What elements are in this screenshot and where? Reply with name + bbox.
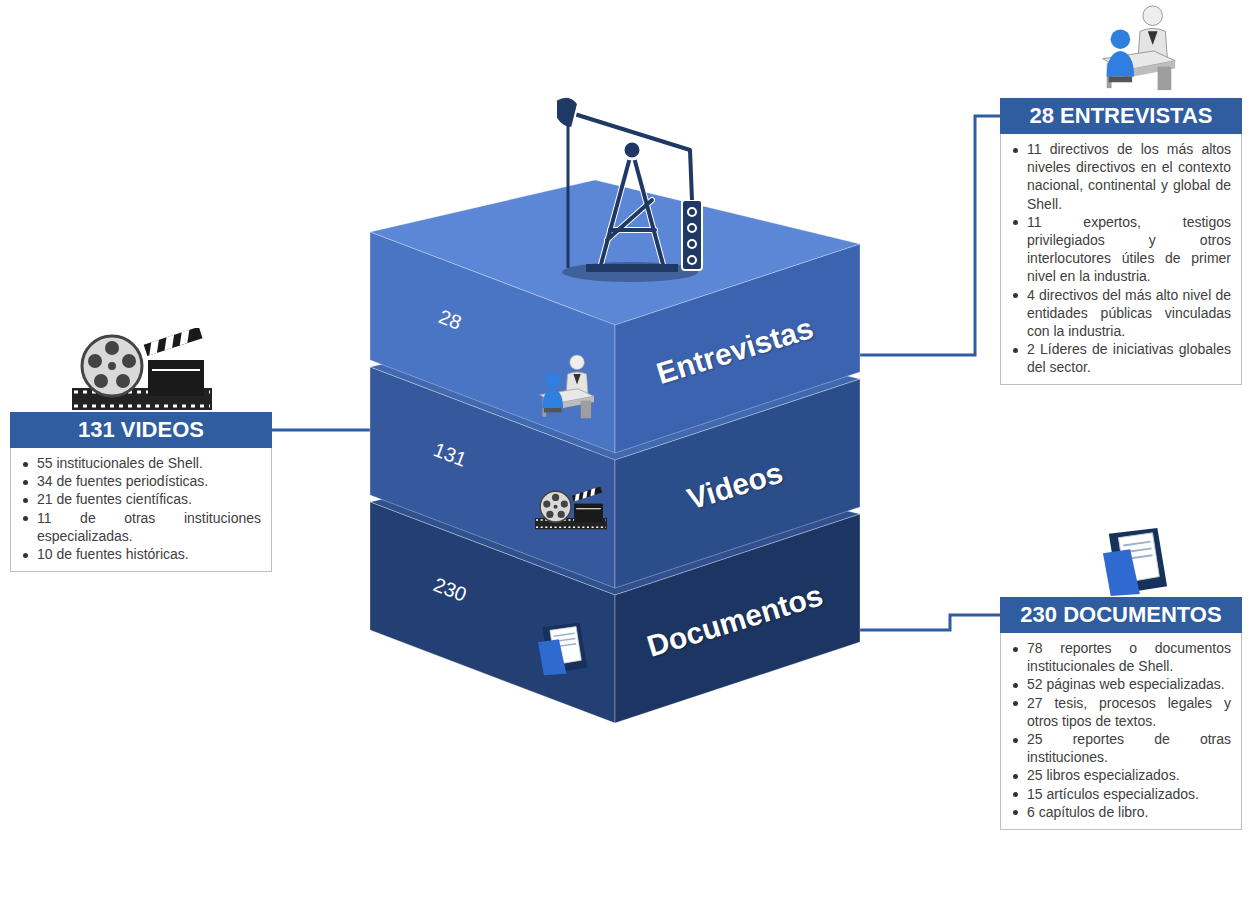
tower-leg — [600, 150, 632, 268]
bullet-item: 6 capítulos de libro. — [1009, 803, 1231, 821]
callout-box: 131 VIDEOS55 institucionales de Shell.34… — [10, 412, 272, 572]
bullet-item: 10 de fuentes históricas. — [19, 545, 261, 563]
pump-base — [586, 264, 678, 272]
callout-heading: 28 ENTREVISTAS — [1000, 98, 1242, 134]
connector-line — [860, 116, 1000, 355]
bullet-item: 11 expertos, testigos privilegiados y ot… — [1009, 213, 1231, 286]
callout-body: 55 institucionales de Shell.34 de fuente… — [10, 448, 272, 572]
bullet-item: 21 de fuentes científicas. — [19, 490, 261, 508]
document-icon — [1103, 528, 1167, 596]
callout-box: 28 ENTREVISTAS 11 directivos de los más a… — [1000, 98, 1242, 385]
beam-pivot — [623, 141, 641, 159]
stack-layer: 28Entrevistas — [370, 180, 860, 453]
connector-line — [272, 429, 370, 432]
bullet-item: 25 reportes de otras instituciones. — [1009, 730, 1231, 766]
callout-box: 230 DOCUMENTOS 78 reportes o documentos i… — [1000, 597, 1242, 830]
layer-icon — [535, 487, 607, 530]
walking-beam — [568, 112, 690, 150]
callout-heading: 131 VIDEOS — [10, 412, 272, 448]
pumpjack-icon — [556, 97, 702, 282]
horse-head — [556, 97, 578, 128]
layer-icon — [539, 355, 594, 418]
connector-line — [860, 615, 1000, 630]
callout-body: 78 reportes o documentos institucionales… — [1000, 633, 1242, 830]
layer-icon — [538, 623, 587, 675]
layer-face — [615, 244, 860, 453]
counterweight — [682, 200, 702, 270]
bullet-item: 11 directivos de los más altos niveles d… — [1009, 140, 1231, 213]
bullet-item: 4 directivos del más alto nivel de entid… — [1009, 286, 1231, 341]
tower-leg — [632, 150, 664, 268]
bullet-item: 78 reportes o documentos institucionales… — [1009, 639, 1231, 675]
bullet-item: 15 artículos especializados. — [1009, 785, 1231, 803]
layer-face — [370, 232, 615, 453]
video-icon — [72, 327, 212, 410]
bullet-item: 27 tesis, procesos legales y otros tipos… — [1009, 694, 1231, 730]
bullet-item: 55 institucionales de Shell. — [19, 454, 261, 472]
bullet-item: 2 Líderes de iniciativas globales del se… — [1009, 340, 1231, 376]
callout-heading: 230 DOCUMENTOS — [1000, 597, 1242, 633]
callout-body: 11 directivos de los más altos niveles d… — [1000, 134, 1242, 385]
polished-rod — [567, 126, 570, 268]
bullet-item: 52 páginas web especializadas. — [1009, 675, 1231, 693]
bullet-item: 11 de otras instituciones especializadas… — [19, 509, 261, 545]
icon-shadow — [562, 262, 698, 282]
interview-icon — [1103, 6, 1175, 90]
bullet-item: 25 libros especializados. — [1009, 766, 1231, 784]
bullet-item: 34 de fuentes periodísticas. — [19, 472, 261, 490]
